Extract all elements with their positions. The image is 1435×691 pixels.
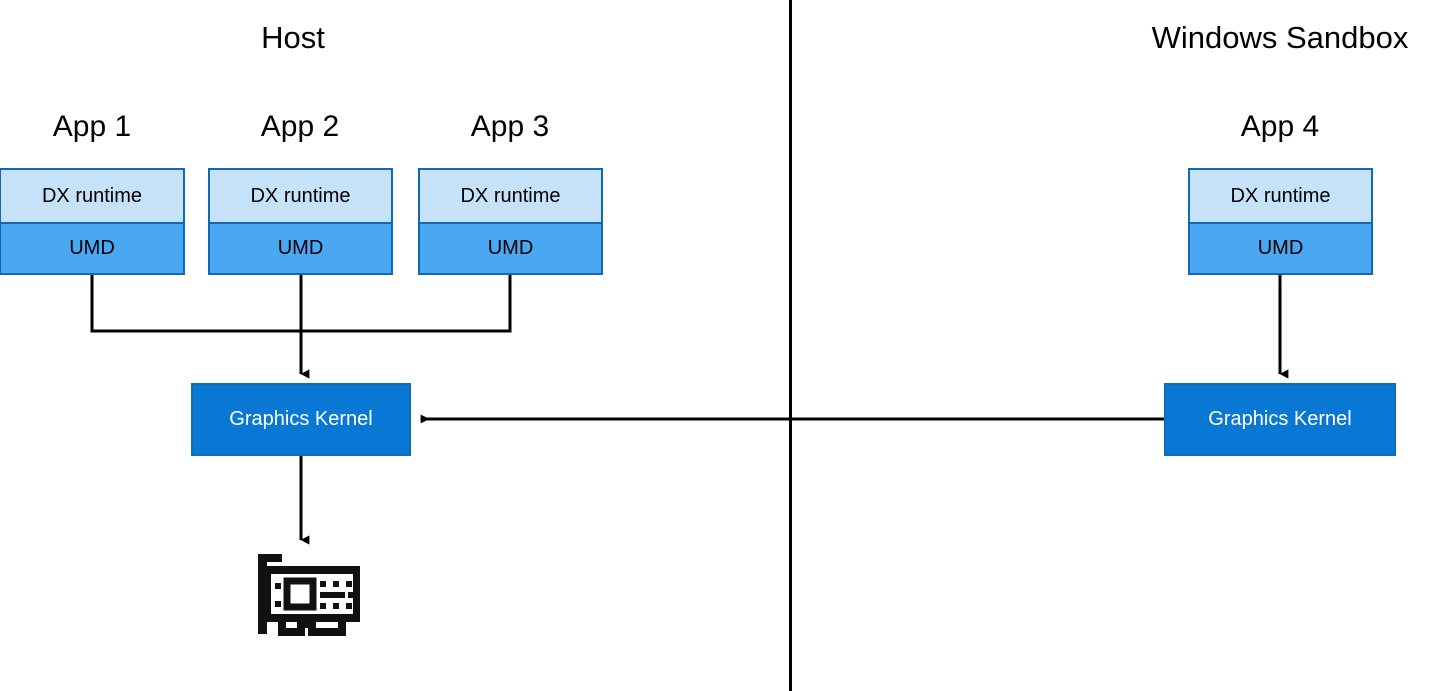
host-section-title: Host — [261, 20, 325, 55]
app-2-label: App 2 — [260, 110, 340, 143]
app-1-umd-layer: UMD — [1, 224, 183, 273]
host-sandbox-divider — [789, 0, 792, 691]
app-3-dx-runtime-layer: DX runtime — [420, 170, 601, 224]
sandbox-graphics-kernel-box[interactable]: Graphics Kernel — [1164, 383, 1396, 456]
app-3-umd-layer: UMD — [420, 224, 601, 273]
app-1-dx-runtime-layer: DX runtime — [1, 170, 183, 224]
wire-app3-to-host-kernel — [301, 275, 512, 333]
host-graphics-kernel-box[interactable]: Graphics Kernel — [191, 383, 411, 456]
app-1-label: App 1 — [52, 110, 132, 143]
app-3-stack[interactable]: DX runtime UMD — [418, 168, 603, 275]
app-1-stack[interactable]: DX runtime UMD — [0, 168, 185, 275]
wire-app1-to-host-kernel — [90, 275, 301, 333]
app-2-stack[interactable]: DX runtime UMD — [208, 168, 393, 275]
app-4-label: App 4 — [1240, 110, 1320, 143]
gpu-card-icon — [258, 554, 360, 636]
app-3-label: App 3 — [470, 110, 550, 143]
app-4-dx-runtime-layer: DX runtime — [1190, 170, 1371, 224]
app-2-dx-runtime-layer: DX runtime — [210, 170, 391, 224]
sandbox-section-title: Windows Sandbox — [1151, 20, 1409, 55]
app-2-umd-layer: UMD — [210, 224, 391, 273]
app-4-stack[interactable]: DX runtime UMD — [1188, 168, 1373, 275]
app-4-umd-layer: UMD — [1190, 224, 1371, 273]
